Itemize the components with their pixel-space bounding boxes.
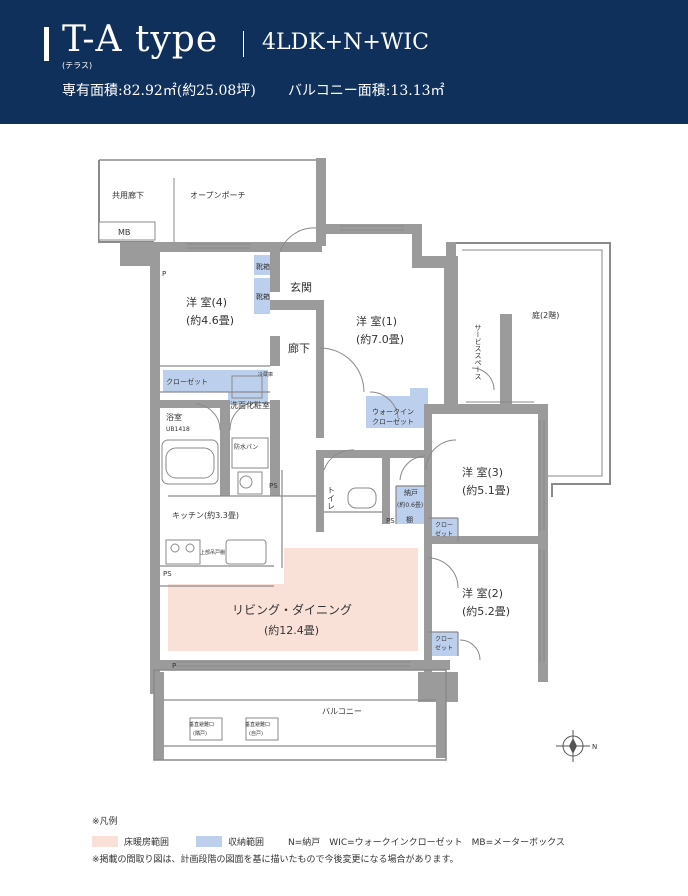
label-shoebox1: 靴箱 bbox=[256, 262, 270, 271]
label-entrance: 玄関 bbox=[290, 280, 312, 294]
shoebox-storage-1 bbox=[254, 255, 270, 275]
label-evac2a: 垂直避難口 bbox=[245, 721, 270, 728]
label-room3-size: (約5.1畳) bbox=[462, 483, 510, 497]
closet-storage-4 bbox=[163, 370, 228, 392]
label-corridor: 共用廊下 bbox=[112, 190, 144, 200]
header: T-A type (テラス) 4LDK+N+WIC 専有面積:82.92㎡(約2… bbox=[0, 0, 688, 124]
type-subtitle: (テラス) bbox=[62, 61, 93, 70]
floor-area: 専有面積:82.92㎡(約25.08坪) bbox=[62, 83, 256, 99]
fixtures bbox=[161, 375, 377, 741]
layout-label: 4LDK+N+WIC bbox=[262, 30, 429, 55]
label-ldk-size: (約12.4畳) bbox=[264, 623, 319, 637]
windows bbox=[176, 225, 545, 667]
label-room1-size: (約7.0畳) bbox=[356, 332, 404, 346]
legend-storage-swatch bbox=[196, 836, 222, 847]
heated-floor-area bbox=[168, 548, 418, 651]
garden-inner-outline bbox=[462, 249, 603, 477]
label-nando: 納戸 bbox=[404, 488, 418, 497]
label-shoebox2: 靴箱 bbox=[256, 292, 270, 301]
label-ldk: リビング・ダイニング bbox=[232, 602, 352, 617]
legend-note: ※掲載の間取り図は、計画段階の図面を基に描いたもので今後変更になる場合があります… bbox=[92, 855, 459, 865]
label-hallway: 廊下 bbox=[288, 341, 310, 355]
label-bath-size: UB1418 bbox=[166, 426, 190, 433]
label-closet2a: クロー bbox=[435, 636, 453, 643]
label-porch: オープンポーチ bbox=[190, 191, 246, 200]
label-ps3: PS bbox=[163, 570, 172, 578]
legend-storage: 収納範囲 bbox=[228, 838, 265, 848]
label-room4-size: (約4.6畳) bbox=[186, 313, 234, 327]
label-washpan: 防水パン bbox=[234, 443, 258, 451]
label-wic1: ウォークイン bbox=[372, 408, 414, 416]
header-bar bbox=[44, 27, 49, 61]
label-mb: MB bbox=[118, 228, 130, 237]
label-ps2: PS bbox=[386, 517, 395, 525]
label-service-space: サービススペース bbox=[474, 324, 482, 380]
label-closet4: クローゼット bbox=[166, 377, 208, 386]
header-separator bbox=[243, 31, 244, 57]
label-compass-n: N bbox=[592, 743, 597, 751]
label-wic2: クローゼット bbox=[372, 417, 414, 426]
label-nando-size: (約0.6畳) bbox=[397, 501, 423, 509]
label-shelf: 棚 bbox=[406, 515, 413, 524]
legend-heated: 床暖房範囲 bbox=[124, 838, 170, 848]
legend-row: 床暖房範囲 収納範囲 N=納戸 WIC=ウォークインクローゼット MB=メーター… bbox=[92, 835, 688, 849]
mb-box bbox=[98, 221, 156, 241]
wic-storage bbox=[366, 388, 428, 428]
label-balcony: バルコニー bbox=[322, 707, 362, 716]
label-evac1b: (隣戸) bbox=[193, 730, 207, 737]
label-upper-cabinet: 上部吊戸棚 bbox=[200, 549, 225, 556]
label-room4: 洋 室(4) bbox=[186, 295, 227, 309]
label-room1: 洋 室(1) bbox=[356, 314, 397, 328]
label-kitchen: キッチン(約3.3畳) bbox=[172, 510, 239, 520]
legend-title: ※凡例 bbox=[92, 817, 118, 827]
label-garden: 庭(2階) bbox=[532, 310, 559, 320]
label-washroom: 洗面化粧室 bbox=[230, 400, 270, 410]
label-room2: 洋 室(2) bbox=[462, 586, 503, 600]
label-room3: 洋 室(3) bbox=[462, 465, 503, 479]
shoebox-storage-2 bbox=[254, 278, 270, 314]
label-evac2b: (自戸) bbox=[249, 730, 263, 737]
type-name: T-A type bbox=[62, 19, 219, 60]
floor-plan: 共用廊下 オープンポーチ MB 靴箱 靴箱 玄関 洋 室(4) (約4.6畳) … bbox=[98, 158, 611, 762]
garden-outline bbox=[455, 242, 611, 497]
label-closet3b: ゼット bbox=[435, 530, 453, 538]
label-closet3a: クロー bbox=[435, 522, 453, 529]
balcony-frame bbox=[153, 669, 447, 761]
nando-storage bbox=[396, 486, 426, 524]
partitions bbox=[160, 365, 459, 747]
label-bath: 浴室 bbox=[166, 412, 182, 422]
label-p2: P bbox=[172, 662, 176, 670]
door-swings bbox=[195, 227, 495, 661]
walls bbox=[120, 158, 548, 760]
legend-heated-swatch bbox=[92, 836, 118, 847]
label-ps1: PS bbox=[269, 482, 278, 490]
compass-icon bbox=[556, 730, 590, 762]
label-room2-size: (約5.2畳) bbox=[462, 604, 510, 618]
label-p1: P bbox=[162, 270, 166, 278]
label-evac1a: 垂直避難口 bbox=[189, 721, 214, 728]
closet-storage-2 bbox=[428, 632, 458, 656]
label-toilet: トイレ bbox=[327, 486, 336, 510]
balcony-area: バルコニー面積:13.13㎡ bbox=[288, 83, 445, 99]
legend-abbr: N=納戸 WIC=ウォークインクローゼット MB=メーターボックス bbox=[288, 838, 565, 848]
label-closet2b: ゼット bbox=[435, 644, 453, 652]
label-fridge: 冷蔵庫 bbox=[258, 371, 273, 378]
